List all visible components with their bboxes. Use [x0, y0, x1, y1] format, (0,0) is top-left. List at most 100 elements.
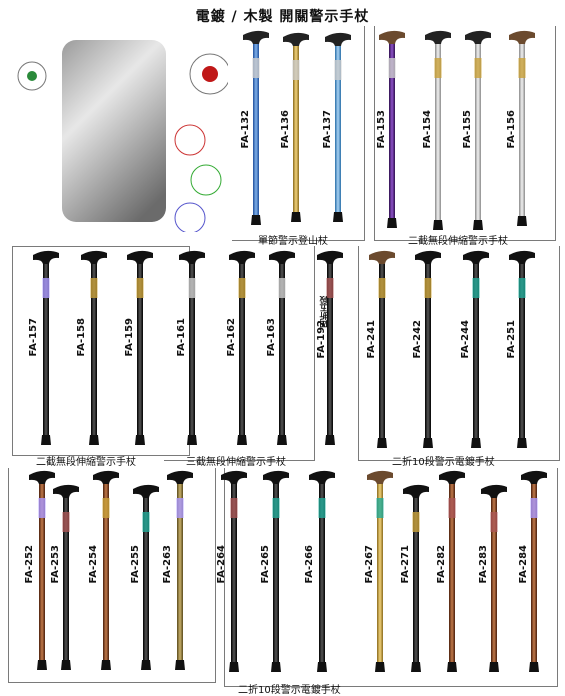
- cane-band: [42, 278, 50, 298]
- cane-shaft: [293, 46, 299, 212]
- cane-shaft: [435, 44, 441, 220]
- cane-tip: [377, 438, 387, 448]
- model-label: FA-162: [226, 318, 237, 357]
- cane-band: [434, 58, 442, 78]
- model-label: FA-136: [280, 110, 291, 149]
- cane-FA-271: [403, 484, 429, 672]
- cane-tip: [517, 438, 527, 448]
- cane-tip: [291, 212, 301, 222]
- model-label: FA-266: [304, 545, 315, 584]
- model-label: FA-283: [478, 545, 489, 584]
- model-label: FA-263: [162, 545, 173, 584]
- cane-band: [188, 278, 196, 298]
- cane-shaft: [319, 484, 325, 662]
- cane-tip: [277, 435, 287, 445]
- page-title: 電鍍 / 木製 開關警示手杖: [195, 9, 370, 25]
- cane-band: [424, 278, 432, 298]
- model-label: FA-251: [506, 320, 517, 359]
- cane-shaft: [519, 44, 525, 216]
- group-caption-5: 二折10段警示電鍍手杖: [392, 457, 495, 468]
- model-label: FA-137: [322, 110, 333, 149]
- model-label: FA-252: [24, 545, 35, 584]
- cane-handle: [127, 250, 153, 264]
- cane-tip: [251, 215, 261, 225]
- model-label: FA-242: [412, 320, 423, 359]
- cane-band: [376, 498, 384, 518]
- cane-tip: [237, 435, 247, 445]
- product-photo: [10, 30, 231, 234]
- cane-handle: [243, 30, 269, 44]
- model-label: FA-155: [462, 110, 473, 149]
- model-label: FA-154: [422, 110, 433, 149]
- cane-band: [252, 58, 260, 78]
- cane-FA-265: [263, 470, 289, 672]
- cane-tip: [229, 662, 239, 672]
- cane-band: [412, 512, 420, 532]
- cane-handle: [53, 484, 79, 498]
- cane-tip: [271, 662, 281, 672]
- group-frame-1: [232, 26, 365, 241]
- cane-tip: [489, 662, 499, 672]
- cane-handle: [509, 30, 535, 44]
- cane-tip: [101, 660, 111, 670]
- cane-tip: [433, 220, 443, 230]
- cane-FA-255: [133, 484, 159, 670]
- cane-tip: [187, 435, 197, 445]
- cane-handle: [269, 250, 295, 264]
- cane-band: [474, 58, 482, 78]
- cane-band: [448, 498, 456, 518]
- cane-band: [518, 58, 526, 78]
- cane-shaft: [491, 498, 497, 662]
- cane-band: [272, 498, 280, 518]
- cane-handle: [33, 250, 59, 264]
- cane-tip: [411, 662, 421, 672]
- cane-tip: [333, 212, 343, 222]
- cane-tip: [317, 662, 327, 672]
- cane-FA-254: [93, 470, 119, 670]
- cane-FA-159: [127, 250, 153, 445]
- cane-handle: [93, 470, 119, 484]
- cane-handle: [367, 470, 393, 484]
- cane-shaft: [39, 484, 45, 660]
- cane-handle: [263, 470, 289, 484]
- cane-FA-153: [379, 30, 405, 228]
- group-caption-3: 二截無段伸縮警示手杖: [36, 457, 136, 468]
- cane-handle: [403, 484, 429, 498]
- cane-FA-283: [481, 484, 507, 672]
- model-label: FA-156: [506, 110, 517, 149]
- group-frame-6: [8, 468, 216, 683]
- cane-shaft: [475, 44, 481, 220]
- cane-shaft: [335, 46, 341, 212]
- cane-handle: [509, 250, 535, 264]
- cane-FA-263: [167, 470, 193, 670]
- cane-FA-154: [425, 30, 451, 230]
- group-frame-2: [374, 26, 556, 241]
- cane-shaft: [473, 264, 479, 438]
- cane-shaft: [91, 264, 97, 435]
- cane-shaft: [189, 264, 195, 435]
- cane-band: [90, 278, 98, 298]
- group-caption-6: 二折10段警示電鍍手杖: [238, 685, 341, 696]
- group-caption-4: 三截無段伸縮警示手杖: [186, 457, 286, 468]
- cane-FA-155: [465, 30, 491, 230]
- cane-handle: [317, 250, 343, 264]
- cane-FA-132: [243, 30, 269, 225]
- cane-tip: [37, 660, 47, 670]
- cane-band: [230, 498, 238, 518]
- cane-tip: [471, 438, 481, 448]
- cane-handle: [221, 470, 247, 484]
- cane-tip: [89, 435, 99, 445]
- cane-shaft: [425, 264, 431, 438]
- cane-shaft: [531, 484, 537, 662]
- cane-shaft: [253, 44, 259, 215]
- cane-shaft: [449, 484, 455, 662]
- model-label: FA-158: [76, 318, 87, 357]
- cane-handle: [439, 470, 465, 484]
- cane-FA-267: [367, 470, 393, 672]
- cane-handle: [463, 250, 489, 264]
- cane-band: [136, 278, 144, 298]
- cane-shaft: [279, 264, 285, 435]
- cane-shaft: [239, 264, 245, 435]
- model-label: FA-267: [364, 545, 375, 584]
- cane-shaft: [231, 484, 237, 662]
